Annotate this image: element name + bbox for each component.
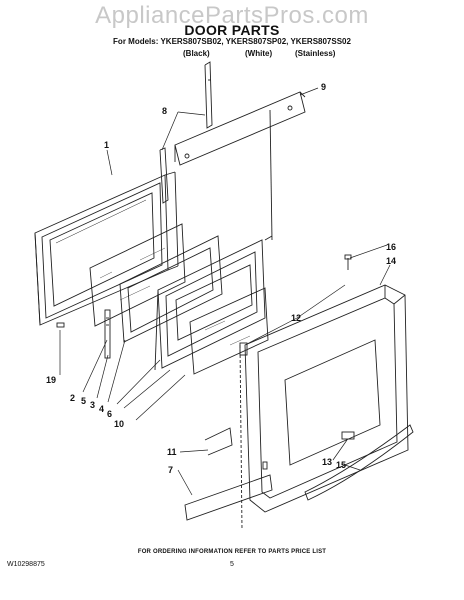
callout-1: 1: [104, 140, 109, 150]
outer-door-panel: [244, 284, 409, 513]
lower-bracket: [204, 427, 233, 456]
bottom-vent: [184, 461, 273, 521]
handle-bracket: [341, 431, 355, 440]
document-number: W10298875: [7, 561, 45, 568]
callout-15: 15: [336, 460, 346, 470]
inner-door-liner: [154, 239, 266, 371]
watermark: AppliancePartsPros.com: [95, 2, 369, 29]
door-stop: [56, 322, 65, 328]
upper-vent-panel: [174, 91, 306, 166]
callout-5: 5: [81, 396, 86, 406]
door-back-frame: [239, 109, 273, 531]
callout-11: 11: [167, 447, 177, 457]
page-number: 5: [230, 561, 234, 568]
inner-glass-panel: [89, 223, 186, 327]
callout-13: 13: [322, 457, 332, 467]
callout-8: 8: [162, 106, 167, 116]
callout-4: 4: [99, 404, 104, 414]
inner-glass-panel-2: [189, 287, 269, 375]
models-line: For Models: YKERS807SB02, YKERS807SP02, …: [113, 37, 351, 46]
hinge-clip: [239, 342, 248, 356]
callout-2: 2: [70, 393, 75, 403]
callout-19: 19: [46, 375, 56, 385]
page-title: DOOR PARTS: [184, 22, 280, 38]
outer-door-frame: [34, 171, 179, 326]
variant-black: (Black): [183, 49, 210, 58]
callout-6: 6: [107, 409, 112, 419]
callout-12: 12: [291, 313, 301, 323]
variant-white: (White): [245, 49, 273, 58]
ordering-note: FOR ORDERING INFORMATION REFER TO PARTS …: [137, 549, 327, 555]
screw: [344, 254, 352, 270]
door-handle: [304, 424, 414, 501]
variant-stainless: (Stainless): [295, 49, 336, 58]
callout-14: 14: [386, 256, 396, 266]
callout-7: 7: [168, 465, 173, 475]
callout-9: 9: [321, 82, 326, 92]
callout-10: 10: [114, 419, 124, 429]
callout-3: 3: [90, 400, 95, 410]
hinge-bar: [104, 309, 111, 359]
glass-frame: [119, 235, 223, 343]
callout-16: 16: [386, 242, 396, 252]
hinge-bracket: [159, 61, 213, 204]
